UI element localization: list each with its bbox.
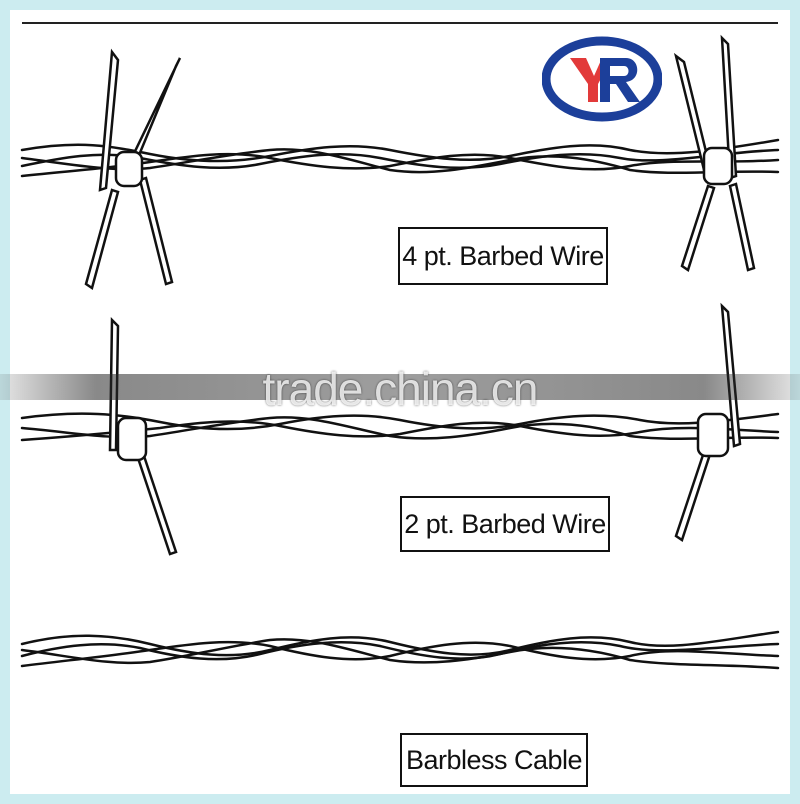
- label-two-point-barbed-wire: 2 pt. Barbed Wire: [400, 496, 610, 552]
- barbless-cable: [20, 630, 780, 670]
- watermark: trade.china.cn: [0, 360, 800, 418]
- watermark-band: [0, 374, 800, 400]
- label-four-point-barbed-wire: 4 pt. Barbed Wire: [398, 227, 608, 285]
- yr-logo-icon: [541, 36, 663, 122]
- label-barbless-cable: Barbless Cable: [400, 733, 588, 787]
- watermark-text: trade.china.cn: [262, 363, 539, 415]
- four-point-barbed-wire: [20, 34, 780, 291]
- two-point-barbed-wire: [20, 302, 780, 556]
- top-border-line: [22, 22, 778, 24]
